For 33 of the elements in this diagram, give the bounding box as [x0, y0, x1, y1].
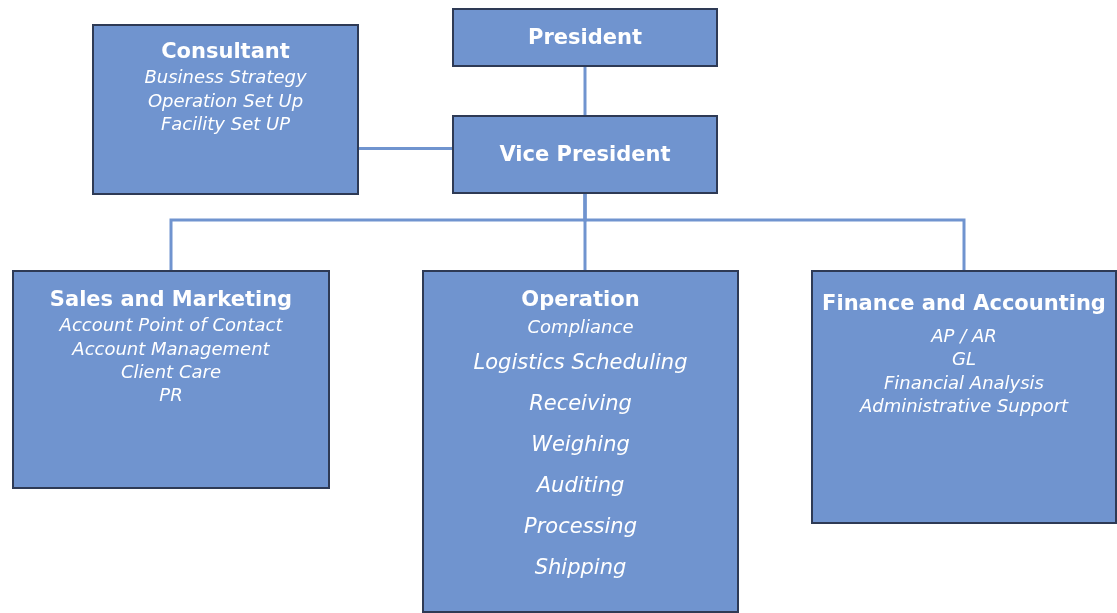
duty-text: GL — [952, 347, 976, 371]
duty-text: Account Management — [72, 336, 270, 361]
duty-text: Shipping — [534, 553, 627, 581]
duty-text: Facility Set UP — [161, 112, 290, 136]
duty-text: Weighing — [531, 430, 630, 458]
duty-text: Operation Set Up — [147, 88, 304, 113]
org-box — [92, 24, 359, 195]
connector-line — [583, 67, 587, 115]
role-title: President — [528, 23, 642, 51]
role-title: Vice President — [499, 140, 671, 168]
duty-text: Receiving — [529, 390, 632, 418]
duty-text: Financial Analysis — [884, 370, 1044, 395]
duty-text: Administrative Support — [859, 394, 1069, 418]
org-box — [452, 115, 718, 194]
connector-line — [583, 194, 966, 270]
duty-text: Auditing — [536, 471, 625, 499]
org-box — [422, 270, 739, 613]
duty-text: AP / AR — [931, 323, 997, 348]
org-box — [452, 8, 718, 67]
org-box — [811, 270, 1117, 524]
duty-text: Business Strategy — [144, 65, 307, 89]
connector-line — [359, 147, 452, 150]
duty-text: Logistics Scheduling — [473, 349, 688, 377]
role-title: Consultant — [161, 38, 290, 65]
role-title: Sales and Marketing — [49, 286, 293, 313]
role-title: Operation — [521, 286, 640, 313]
duty-text: PR — [159, 383, 183, 407]
duty-text: Client Care — [121, 360, 221, 384]
duty-text: Compliance — [527, 315, 634, 340]
org-box — [12, 270, 330, 489]
duty-text: Processing — [524, 512, 637, 540]
role-title: Finance and Accounting — [822, 290, 1106, 317]
duty-text: Account Point of Contact — [59, 313, 283, 337]
